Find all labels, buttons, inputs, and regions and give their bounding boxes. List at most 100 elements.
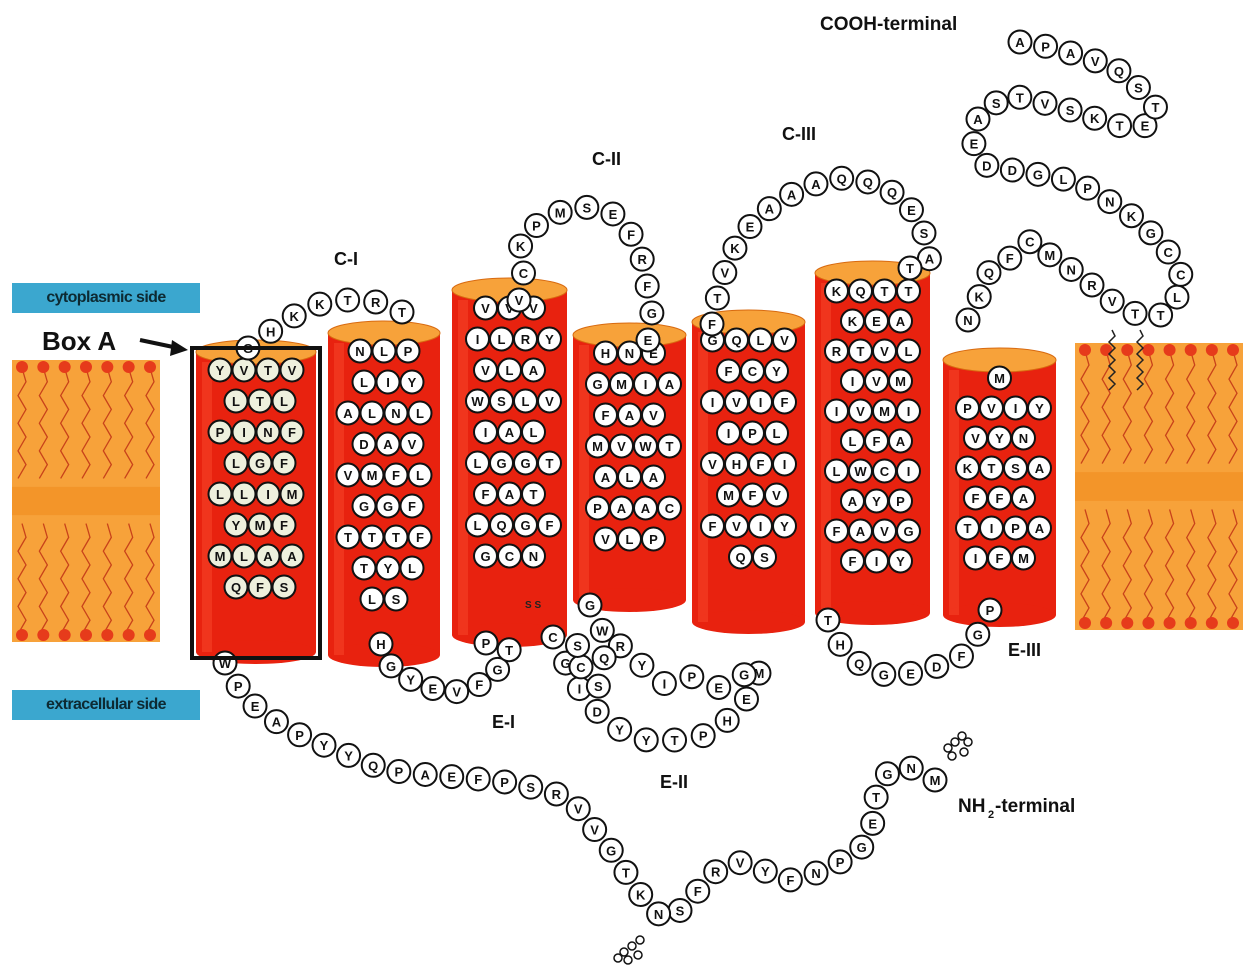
- helix-2-residue: A: [335, 400, 361, 426]
- c-terminal-residue: S: [983, 90, 1009, 116]
- svg-text:P: P: [295, 728, 304, 743]
- helix-6-residue: I: [840, 368, 865, 394]
- n-terminal-residue: A: [412, 761, 438, 787]
- helix-6-residue: L: [824, 458, 849, 484]
- svg-text:I: I: [266, 487, 270, 502]
- helix-7-residue: K: [955, 455, 980, 481]
- svg-text:T: T: [360, 561, 368, 576]
- svg-text:E: E: [609, 207, 618, 222]
- svg-text:F: F: [725, 364, 733, 379]
- svg-text:S: S: [1011, 461, 1020, 476]
- svg-text:M: M: [994, 371, 1005, 386]
- svg-text:G: G: [707, 333, 717, 348]
- helix-7-residue: F: [963, 485, 988, 511]
- c-terminal-residue: C: [1017, 229, 1043, 255]
- c2-loop-residue: E: [600, 201, 626, 227]
- svg-text:I: I: [578, 682, 582, 697]
- helix-1-residue: V: [231, 357, 257, 383]
- svg-text:A: A: [617, 501, 627, 516]
- svg-text:T: T: [368, 530, 376, 545]
- svg-text:T: T: [824, 613, 832, 628]
- helix-3-residue: F: [473, 481, 498, 507]
- helix-1-residue: F: [271, 512, 297, 538]
- helix-5-residue: V: [772, 327, 797, 353]
- svg-text:S: S: [676, 903, 685, 918]
- n-terminal-residue: P: [386, 759, 412, 785]
- c1-loop-residue: T: [389, 299, 415, 325]
- c-terminal-residue: N: [1097, 189, 1123, 215]
- helix-5-residue: V: [700, 451, 725, 477]
- e1-loop-residue: P: [473, 630, 499, 656]
- svg-text:L: L: [280, 394, 288, 409]
- svg-text:V: V: [772, 488, 781, 503]
- svg-text:R: R: [521, 332, 531, 347]
- helix-6-residue: K: [840, 308, 865, 334]
- svg-text:K: K: [975, 290, 985, 305]
- helix-4-residue: A: [633, 495, 658, 521]
- c-terminal-residue: M: [1037, 242, 1063, 268]
- c-terminal-residue: T: [1142, 94, 1168, 120]
- svg-text:P: P: [963, 401, 972, 416]
- helix-2-residue: F: [399, 493, 425, 519]
- svg-text:2: 2: [988, 809, 994, 821]
- e1-loop-residue: Y: [398, 666, 424, 692]
- loop-e1-label: E-I: [492, 712, 515, 732]
- n-terminal-residue: Y: [311, 732, 337, 758]
- svg-text:P: P: [649, 532, 658, 547]
- svg-text:Y: Y: [638, 658, 647, 673]
- helix-5-residue: F: [716, 358, 741, 384]
- c-terminal-residue: G: [1025, 161, 1051, 187]
- e3-loop-residue: P: [977, 597, 1003, 623]
- svg-text:D: D: [359, 437, 368, 452]
- svg-text:S: S: [392, 592, 401, 607]
- helix-7-residue: N: [1011, 425, 1036, 451]
- c3-loop-residue: A: [756, 196, 782, 222]
- e3-loop-residue: H: [827, 631, 853, 657]
- c-terminal-residue: E: [961, 131, 987, 157]
- helix-7-residue: T: [979, 455, 1004, 481]
- e1-loop-residue: V: [444, 679, 470, 705]
- svg-text:E: E: [649, 346, 658, 361]
- c-terminal-residue: A: [1007, 29, 1033, 55]
- svg-text:T: T: [857, 344, 865, 359]
- e3-loop-residue: T: [815, 607, 841, 633]
- e1-loop-residue: E: [420, 676, 446, 702]
- svg-text:G: G: [496, 456, 506, 471]
- svg-text:A: A: [1066, 46, 1076, 61]
- svg-text:A: A: [649, 470, 659, 485]
- c1-loop-residue: K: [281, 303, 307, 329]
- svg-text:S: S: [760, 550, 769, 565]
- helix-4-residue: F: [593, 402, 618, 428]
- helix-4-residue: L: [617, 526, 642, 552]
- svg-text:I: I: [759, 395, 763, 410]
- svg-text:Q: Q: [735, 550, 745, 565]
- svg-text:G: G: [585, 598, 595, 613]
- c3-loop-residue: Q: [829, 165, 855, 191]
- e2-loop-residue: S: [565, 632, 591, 658]
- n-terminal-residue: A: [263, 709, 289, 735]
- svg-text:P: P: [986, 603, 995, 618]
- helix-4-residue: W: [633, 433, 658, 459]
- helix-7-residue: P: [955, 395, 980, 421]
- svg-text:Y: Y: [320, 738, 329, 753]
- helix-2-residue: Y: [399, 369, 425, 395]
- svg-text:M: M: [367, 468, 378, 483]
- svg-text:H: H: [376, 637, 385, 652]
- c2-loop-residue: S: [574, 194, 600, 220]
- svg-text:W: W: [639, 439, 652, 454]
- svg-text:T: T: [398, 305, 406, 320]
- svg-text:G: G: [882, 767, 892, 782]
- svg-text:S: S: [280, 580, 289, 595]
- svg-text:G: G: [647, 306, 657, 321]
- helix-6-residue: Y: [888, 548, 913, 574]
- svg-text:G: G: [255, 456, 265, 471]
- svg-text:L: L: [474, 518, 482, 533]
- helix-2-residue: T: [359, 524, 385, 550]
- svg-text:P: P: [1011, 521, 1020, 536]
- svg-text:C: C: [519, 266, 529, 281]
- svg-text:G: G: [879, 667, 889, 682]
- svg-text:D: D: [1008, 163, 1017, 178]
- svg-text:H: H: [732, 457, 741, 472]
- svg-text:L: L: [757, 333, 765, 348]
- svg-text:E: E: [644, 333, 653, 348]
